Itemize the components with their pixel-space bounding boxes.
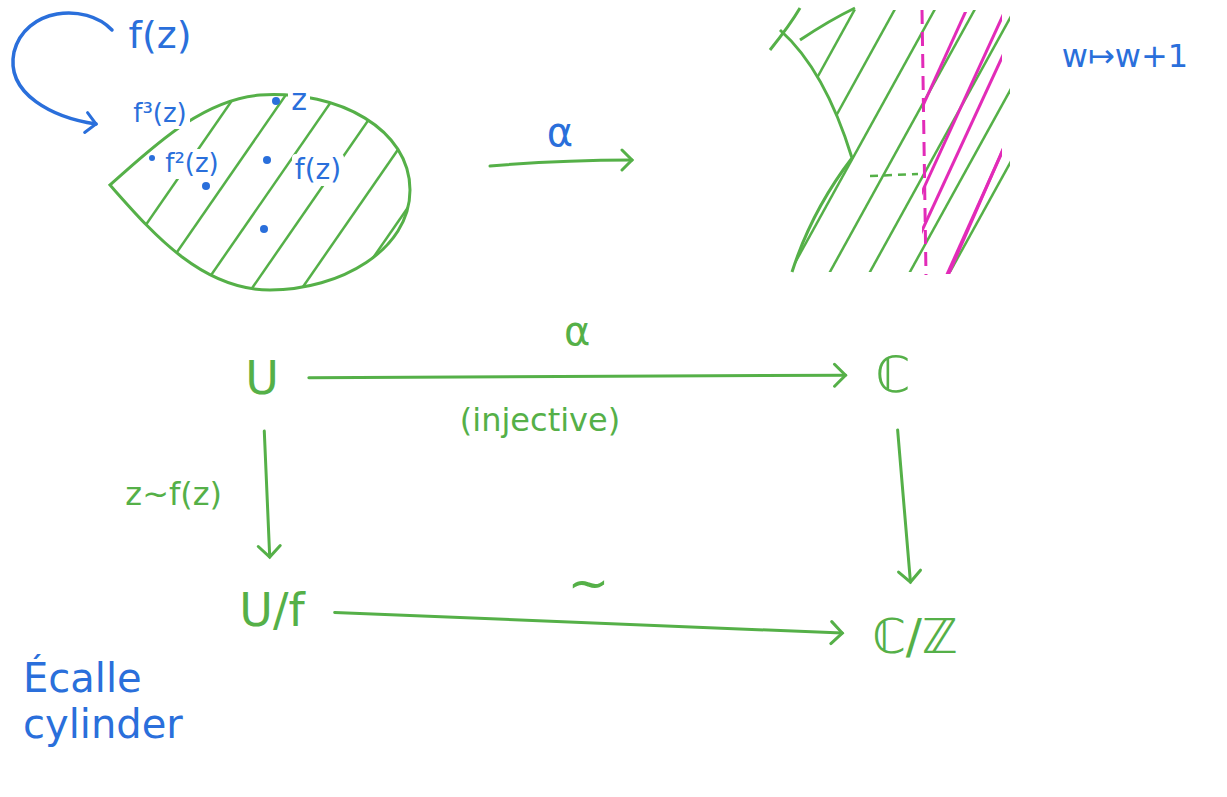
domain-blob [110,95,410,290]
annotation: α [544,109,576,155]
map-arrow [490,160,632,166]
morphism-arrow [309,375,846,378]
math-object: ℂ [868,342,919,408]
translation-mark [870,174,918,176]
annotation: f(z) [126,14,195,58]
math-object: U [237,347,287,409]
hatching [80,60,560,320]
annotation: Écalle cylinder [20,655,216,747]
math-object: U/f [231,579,312,641]
fundamental-strip [922,12,1002,274]
region-boundary [770,8,855,50]
loop-arrow [13,13,112,124]
region-boundary [780,30,852,272]
annotation: (injective) [457,402,623,439]
annotation: f(z) [292,154,344,186]
annotation: z [288,83,310,118]
morphism-arrow [335,613,843,634]
object-label: U [245,351,279,405]
arrow-label: ~ [565,554,613,612]
object-label: ℂ [876,346,911,404]
strip-edge [922,10,926,275]
annotation: f²(z) [162,149,222,179]
morphism-arrow [898,430,911,582]
morphism-arrow [264,431,269,557]
math-object: ℂ/ℤ [864,604,965,668]
annotation: w↦w+1 [1059,38,1191,75]
hatching [700,0,1100,290]
arrow-label: z~f(z) [122,475,225,513]
arrow-label: α [561,308,593,354]
annotation: f³(z) [130,99,190,129]
object-label: U/f [239,583,304,637]
object-label: ℂ/ℤ [872,608,957,664]
